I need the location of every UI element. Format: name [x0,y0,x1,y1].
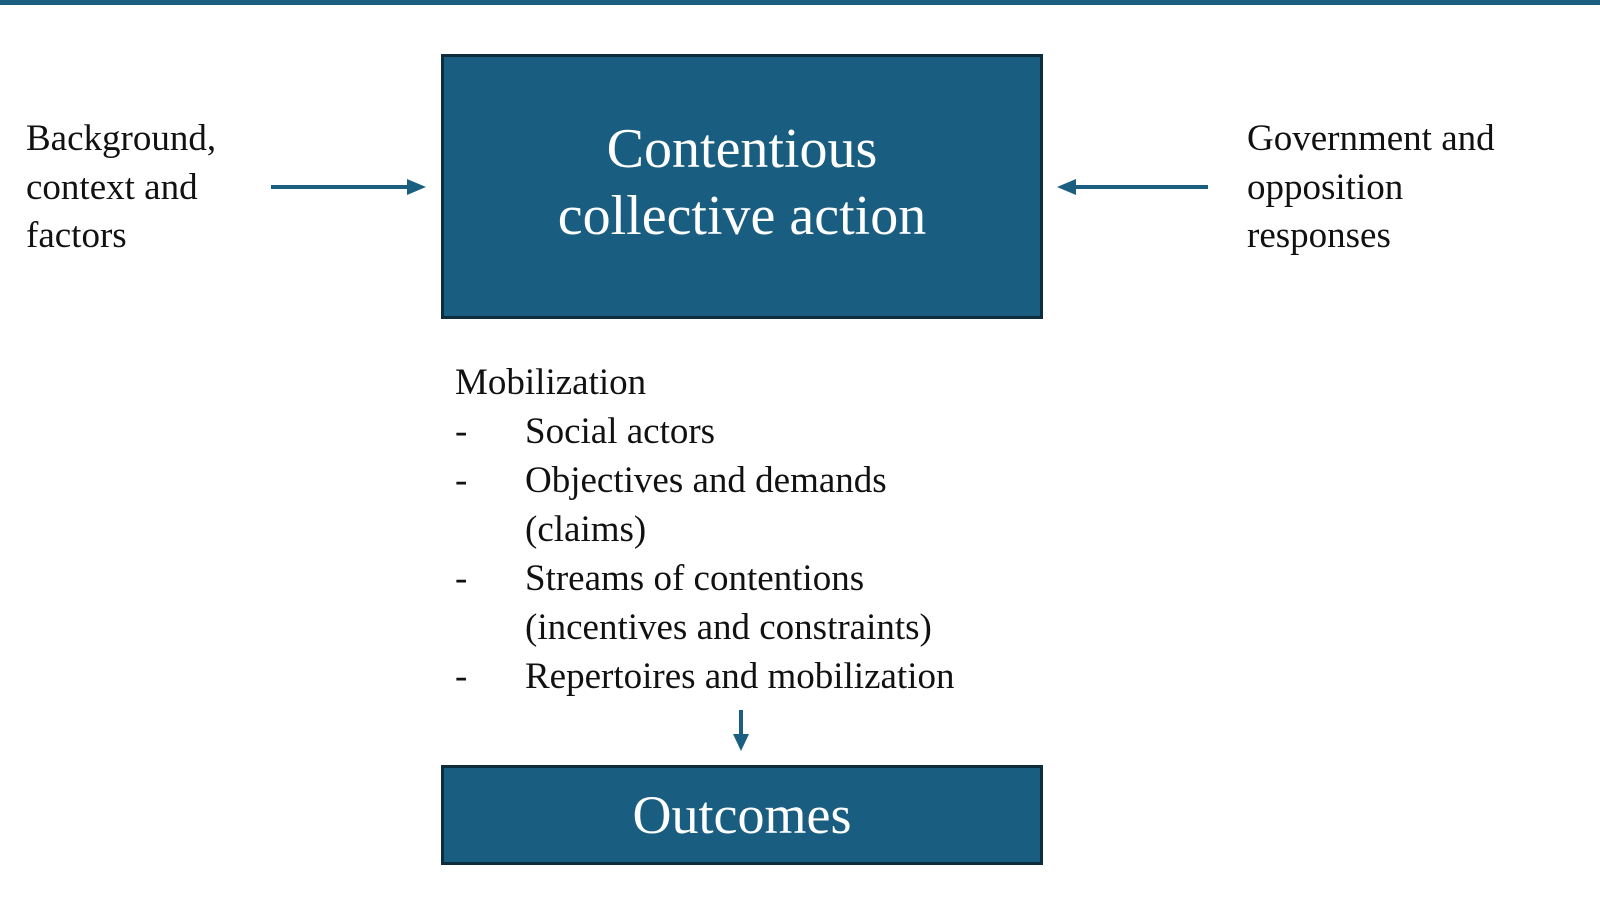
arrow-down-icon [733,710,749,751]
arrow-right-icon [271,179,426,195]
bullet: - [455,460,468,501]
bullet: - [455,411,468,452]
background-context-label: Background, context and factors [26,118,217,256]
bullet: - [455,656,468,697]
list-item-text: Social actors [525,411,716,452]
list-item: - Streams of contentions (incentives and … [455,554,995,652]
arrow-left-icon [1057,179,1208,195]
bullet: - [455,558,468,599]
government-opposition-label: Government and opposition responses [1247,118,1495,256]
list-item: - Repertoires and mobilization [455,652,1055,701]
contentious-collective-action-box: Contentious collective action [441,54,1043,319]
outcomes-title: Outcomes [632,785,852,845]
list-item-text: Repertoires and mobilization [525,656,955,697]
mobilization-list: Mobilization - Social actors - Objectives … [455,358,1055,701]
center-box-title: Contentious collective action [557,117,927,247]
outcomes-box: Outcomes [441,765,1043,865]
list-item-text: Objectives and demands (claims) [525,460,887,550]
list-item: - Social actors [455,407,1055,456]
mobilization-heading: Mobilization [455,362,647,403]
list-item: - Objectives and demands (claims) [455,456,925,554]
top-accent-bar [0,0,1600,5]
list-item-text: Streams of contentions (incentives and c… [525,558,932,648]
